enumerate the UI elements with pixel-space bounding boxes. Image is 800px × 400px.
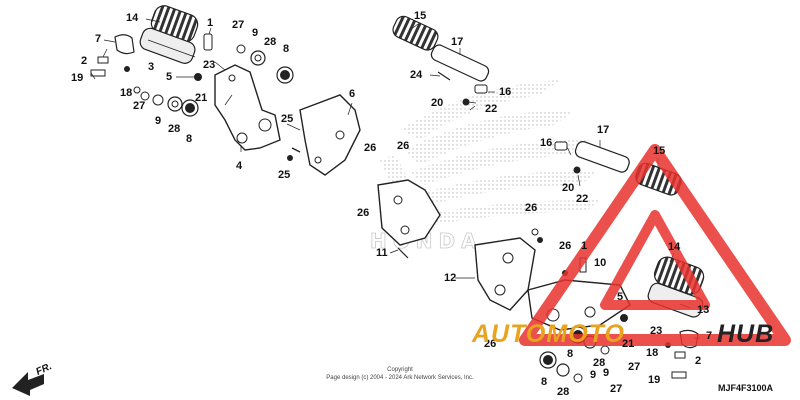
- left-washers: [152, 44, 294, 117]
- passenger-peg-parts: [437, 71, 488, 106]
- callout-9b[interactable]: 9: [155, 115, 162, 127]
- callout-6[interactable]: 6: [349, 88, 356, 100]
- left-bracket-4: [214, 64, 281, 151]
- callout-5[interactable]: 5: [166, 71, 173, 83]
- callout-4[interactable]: 4: [236, 160, 243, 172]
- callout-5b[interactable]: 5: [617, 291, 624, 303]
- callout-23[interactable]: 23: [203, 59, 216, 71]
- callout-28c[interactable]: 28: [593, 357, 606, 369]
- callout-28d[interactable]: 28: [557, 386, 570, 398]
- callout-9c[interactable]: 9: [603, 367, 610, 379]
- bracket-6: [287, 94, 361, 176]
- left-bolts-small: [124, 66, 150, 101]
- callout-14[interactable]: 14: [126, 12, 139, 24]
- callout-13[interactable]: 13: [697, 304, 710, 316]
- watermark-text-hub: HUB: [717, 320, 775, 348]
- callout-28[interactable]: 28: [264, 36, 277, 48]
- callout-8b[interactable]: 8: [186, 133, 193, 145]
- callout-27b[interactable]: 27: [133, 100, 146, 112]
- diagram-code: MJF4F3100A: [718, 383, 774, 393]
- callout-27c[interactable]: 27: [628, 361, 641, 373]
- copyright-line-1: Copyright: [387, 367, 413, 373]
- left-bolt-2: [90, 56, 109, 77]
- copyright-line-2: Page design (c) 2004 - 2024 Ark Network …: [326, 375, 474, 381]
- callout-17b[interactable]: 17: [597, 124, 610, 136]
- callout-27d[interactable]: 27: [610, 383, 623, 395]
- callout-8d[interactable]: 8: [541, 376, 548, 388]
- passenger-peg-rubber-15: [392, 15, 439, 51]
- callout-26d[interactable]: 26: [525, 202, 538, 214]
- callout-9[interactable]: 9: [252, 27, 259, 39]
- callout-21b[interactable]: 21: [622, 338, 635, 350]
- callout-17[interactable]: 17: [451, 36, 464, 48]
- plate-11: [377, 179, 441, 259]
- callout-7[interactable]: 7: [95, 33, 102, 45]
- callout-2b[interactable]: 2: [695, 355, 702, 367]
- passenger-peg-bar-17: [430, 44, 490, 82]
- watermark-logo: [519, 144, 791, 346]
- front-direction-arrow: [12, 372, 44, 396]
- callout-22[interactable]: 22: [485, 103, 498, 115]
- callout-16b[interactable]: 16: [540, 137, 553, 149]
- callout-20[interactable]: 20: [431, 97, 444, 109]
- callout-26a[interactable]: 26: [364, 142, 377, 154]
- callout-8c[interactable]: 8: [567, 348, 574, 360]
- watermark-text-automoto: AUTOMOTO: [472, 320, 625, 348]
- callout-1[interactable]: 1: [207, 17, 214, 29]
- left-footpeg-clip: [114, 34, 135, 55]
- callout-27[interactable]: 27: [232, 19, 245, 31]
- callout-22b[interactable]: 22: [576, 193, 589, 205]
- left-pin-1: [203, 33, 213, 51]
- callout-11[interactable]: 11: [376, 247, 388, 259]
- callout-18[interactable]: 18: [120, 87, 133, 99]
- callout-25a[interactable]: 25: [281, 113, 294, 125]
- callout-19b[interactable]: 19: [648, 374, 661, 386]
- passenger-peg-bar-17b: [574, 141, 630, 173]
- callout-15[interactable]: 15: [414, 10, 427, 22]
- callout-1b[interactable]: 1: [581, 240, 588, 252]
- callout-2[interactable]: 2: [81, 55, 88, 67]
- callout-9d[interactable]: 9: [590, 369, 597, 381]
- callout-25b[interactable]: 25: [278, 169, 291, 181]
- callout-3[interactable]: 3: [148, 61, 155, 73]
- callout-28b[interactable]: 28: [168, 123, 181, 135]
- callout-14b[interactable]: 14: [668, 241, 681, 253]
- callout-26e[interactable]: 26: [559, 240, 572, 252]
- callout-7b[interactable]: 7: [706, 330, 713, 342]
- left-footpeg-bar: [139, 27, 196, 64]
- callout-10[interactable]: 10: [594, 257, 607, 269]
- callout-20b[interactable]: 20: [562, 182, 575, 194]
- callout-26c[interactable]: 26: [357, 207, 370, 219]
- bracket-12: [474, 237, 536, 311]
- callout-26b[interactable]: 26: [397, 140, 410, 152]
- callout-21[interactable]: 21: [195, 92, 208, 104]
- callout-26f[interactable]: 26: [484, 338, 497, 350]
- callout-15b[interactable]: 15: [653, 145, 666, 157]
- callout-8[interactable]: 8: [283, 43, 290, 55]
- callout-19[interactable]: 19: [71, 72, 84, 84]
- leader-lines: [90, 18, 700, 339]
- callout-16[interactable]: 16: [499, 86, 512, 98]
- callout-18b[interactable]: 18: [646, 347, 659, 359]
- callout-12[interactable]: 12: [444, 272, 457, 284]
- callout-24[interactable]: 24: [410, 69, 423, 81]
- callout-23b[interactable]: 23: [650, 325, 663, 337]
